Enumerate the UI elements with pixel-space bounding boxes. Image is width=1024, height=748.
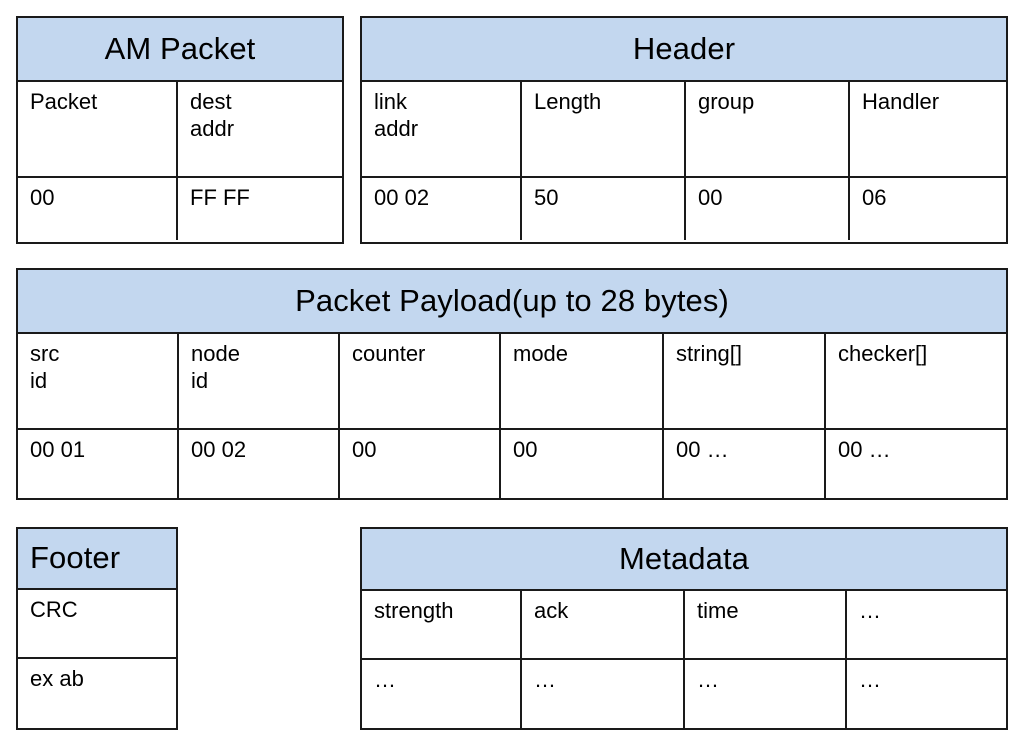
footer-row-ex-ab: ex ab xyxy=(18,659,176,728)
header-label-row: link addr Length group Handler xyxy=(362,82,1006,178)
am-packet-table: AM Packet Packet dest addr 00 FF FF xyxy=(16,16,344,244)
footer-value-ex-ab: ex ab xyxy=(30,666,84,691)
metadata-value-time: … xyxy=(685,660,847,728)
am-packet-label-packet: Packet xyxy=(18,82,178,176)
packet-payload-title: Packet Payload(up to 28 bytes) xyxy=(18,270,1006,334)
payload-label-counter: counter xyxy=(340,334,501,428)
am-packet-label-dest-addr: dest addr xyxy=(190,89,235,141)
metadata-title: Metadata xyxy=(362,529,1006,591)
metadata-label-ellipsis: … xyxy=(859,598,881,623)
payload-value-string: 00 … xyxy=(664,430,826,498)
metadata-label-strength: strength xyxy=(362,591,522,658)
header-value-length: 50 xyxy=(522,178,686,240)
footer-table: Footer CRC ex ab xyxy=(16,527,178,730)
header-label-link-addr: link addr xyxy=(362,82,522,176)
header-title: Header xyxy=(362,18,1006,82)
am-packet-title: AM Packet xyxy=(18,18,342,82)
payload-value-node-id: 00 02 xyxy=(179,430,340,498)
payload-label-node-id: node id xyxy=(179,334,340,428)
am-packet-value-row: 00 FF FF xyxy=(18,178,342,240)
payload-value-src-id: 00 01 xyxy=(18,430,179,498)
header-value-row: 00 02 50 00 06 xyxy=(362,178,1006,240)
header-value-group: 00 xyxy=(686,178,850,240)
metadata-table: Metadata strength ack time … … … … … xyxy=(360,527,1008,730)
metadata-label-time: time xyxy=(685,591,847,658)
payload-label-src-id: src id xyxy=(18,334,179,428)
metadata-label-ack: ack xyxy=(522,591,685,658)
packet-payload-value-row: 00 01 00 02 00 00 00 … 00 … xyxy=(18,430,1006,498)
header-value-handler: 06 xyxy=(862,185,887,210)
footer-value-crc: CRC xyxy=(30,597,78,622)
payload-value-counter: 00 xyxy=(340,430,501,498)
header-table: Header link addr Length group Handler 00… xyxy=(360,16,1008,244)
packet-payload-label-row: src id node id counter mode string[] che… xyxy=(18,334,1006,430)
payload-value-checker: 00 … xyxy=(838,437,891,462)
metadata-value-strength: … xyxy=(362,660,522,728)
metadata-value-ellipsis: … xyxy=(859,667,881,692)
payload-label-checker: checker[] xyxy=(838,341,928,366)
footer-title: Footer xyxy=(18,529,176,590)
metadata-value-ack: … xyxy=(522,660,685,728)
header-label-handler: Handler xyxy=(862,89,940,114)
footer-row-crc: CRC xyxy=(18,590,176,659)
packet-payload-table: Packet Payload(up to 28 bytes) src id no… xyxy=(16,268,1008,500)
metadata-value-row: … … … … xyxy=(362,660,1006,728)
header-value-link-addr: 00 02 xyxy=(362,178,522,240)
payload-label-mode: mode xyxy=(501,334,664,428)
metadata-label-row: strength ack time … xyxy=(362,591,1006,660)
header-label-group: group xyxy=(686,82,850,176)
am-packet-value-dest-addr: FF FF xyxy=(190,185,250,210)
am-packet-value-packet: 00 xyxy=(18,178,178,240)
payload-label-string: string[] xyxy=(664,334,826,428)
header-label-length: Length xyxy=(522,82,686,176)
payload-value-mode: 00 xyxy=(501,430,664,498)
am-packet-label-row: Packet dest addr xyxy=(18,82,342,178)
